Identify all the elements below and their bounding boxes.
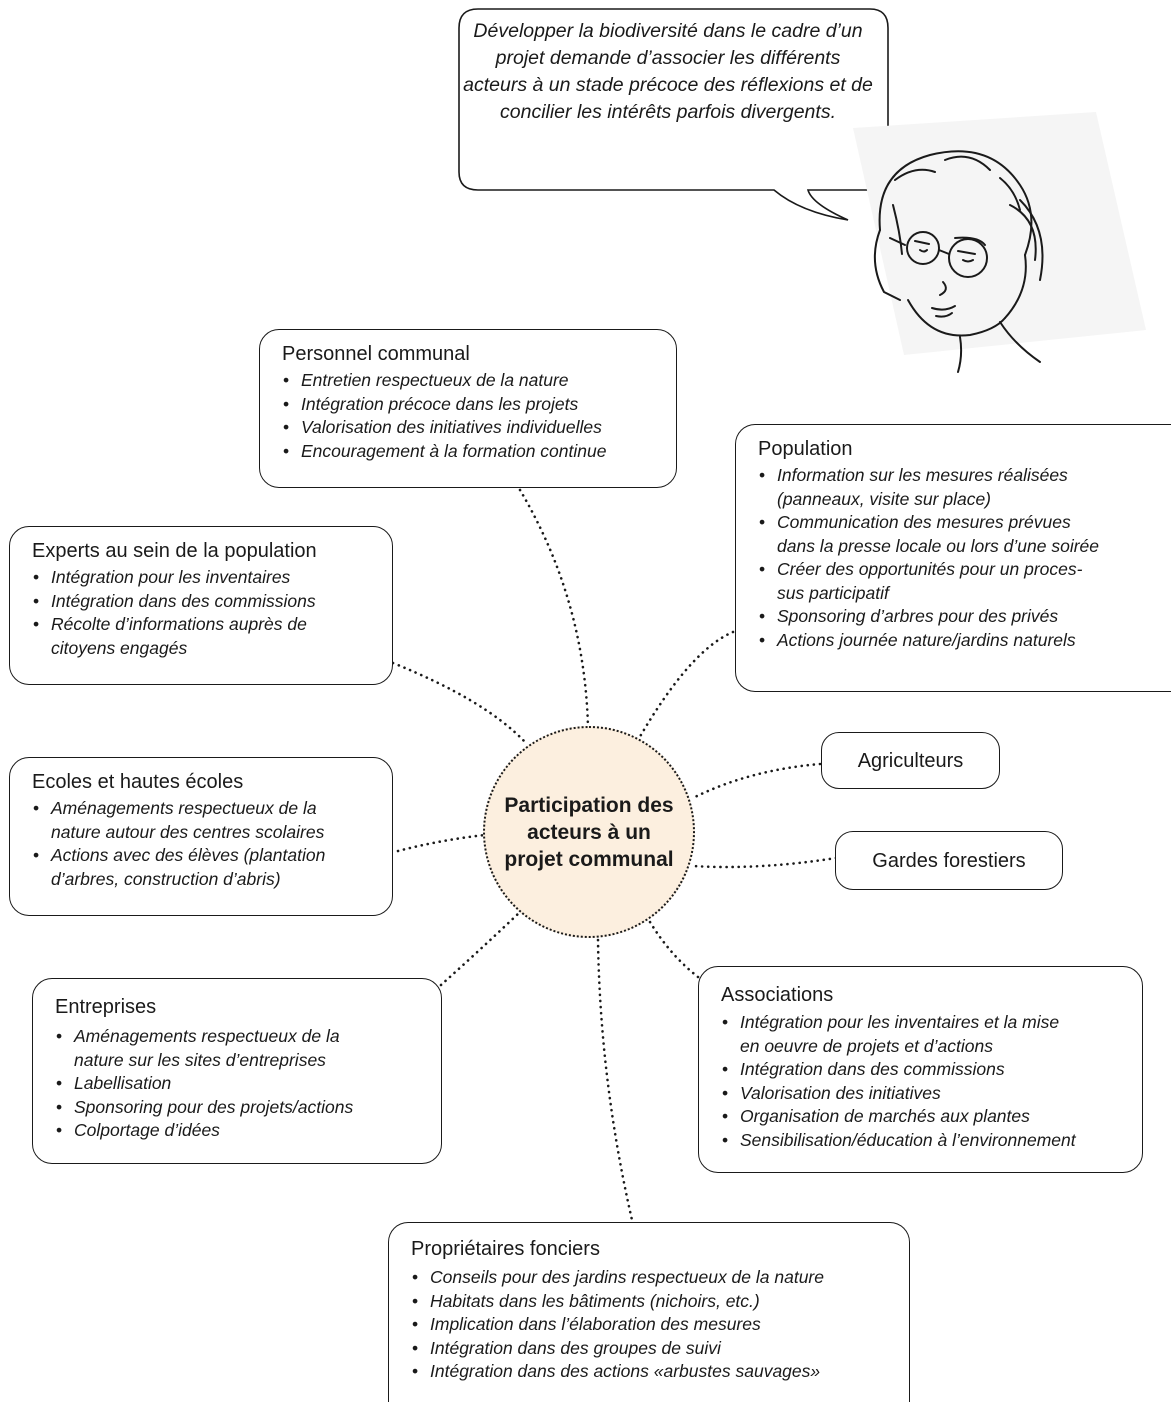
personnel-communal-box: Personnel communal Entretien respectueux… bbox=[259, 329, 677, 488]
connector-associations bbox=[648, 920, 700, 979]
hub-circle: Participation des acteurs à un projet co… bbox=[483, 726, 695, 938]
proprietaires-list: Conseils pour des jardins respectueux de… bbox=[411, 1266, 893, 1384]
list-item: Intégration dans des commissions bbox=[32, 590, 376, 614]
ecoles-title: Ecoles et hautes écoles bbox=[32, 771, 244, 793]
agriculteurs-box: Agriculteurs bbox=[821, 732, 1000, 789]
list-item: Conseils pour des jardins respectueux de… bbox=[411, 1266, 893, 1290]
list-item: Colportage d’idées bbox=[55, 1119, 425, 1143]
entreprises-box: Entreprises Aménagements respectueux de … bbox=[32, 978, 442, 1164]
list-item: Aménagements respectueux de la bbox=[32, 797, 376, 821]
speech-bubble-text: Développer la biodiversité dans le cadre… bbox=[463, 20, 873, 123]
list-item: nature sur les sites d’entreprises bbox=[74, 1049, 326, 1070]
speech-bubble-outline bbox=[458, 8, 889, 221]
list-item: en oeuvre de projets et d’actions bbox=[740, 1035, 993, 1056]
proprietaires-title: Propriétaires fonciers bbox=[411, 1238, 600, 1260]
list-item: Implication dans l’élaboration des mesur… bbox=[411, 1313, 893, 1337]
woman-illustration-icon bbox=[853, 112, 1146, 373]
list-item: Labellisation bbox=[55, 1072, 425, 1096]
list-item: sus participatif bbox=[777, 582, 889, 603]
list-item: Information sur les mesures réalisées bbox=[758, 464, 1163, 488]
list-item: Aménagements respectueux de la bbox=[55, 1025, 425, 1049]
associations-list: Intégration pour les inventaires et la m… bbox=[721, 1011, 1126, 1152]
ecoles-box: Ecoles et hautes écoles Aménagements res… bbox=[9, 757, 393, 916]
population-box: Population Information sur les mesures r… bbox=[735, 424, 1171, 692]
list-item: Sponsoring d’arbres pour des privés bbox=[758, 605, 1163, 629]
list-item: dans la presse locale ou lors d’une soir… bbox=[777, 535, 1099, 556]
experts-list: Intégration pour les inventaires Intégra… bbox=[32, 566, 376, 660]
list-item: Habitats dans les bâtiments (nichoirs, e… bbox=[411, 1290, 893, 1314]
entreprises-list: Aménagements respectueux de la nature su… bbox=[55, 1025, 425, 1143]
population-list: Information sur les mesures réalisées (p… bbox=[758, 464, 1163, 652]
list-item: Actions journée nature/jardins naturels bbox=[758, 629, 1163, 653]
list-item: Sponsoring pour des projets/actions bbox=[55, 1096, 425, 1120]
list-item: Organisation de marchés aux plantes bbox=[721, 1105, 1126, 1129]
associations-title: Associations bbox=[721, 984, 834, 1006]
list-item: Créer des opportunités pour un proces- bbox=[758, 558, 1163, 582]
list-item: Intégration pour les inventaires et la m… bbox=[721, 1011, 1126, 1035]
list-item: Intégration précoce dans les projets bbox=[282, 393, 660, 417]
proprietaires-box: Propriétaires fonciers Conseils pour des… bbox=[388, 1222, 910, 1402]
connector-agriculteurs bbox=[693, 762, 822, 799]
list-item: Encouragement à la formation continue bbox=[282, 440, 660, 464]
list-item: d’arbres, construction d’abris) bbox=[51, 868, 281, 889]
list-item: Valorisation des initiatives individuell… bbox=[282, 416, 660, 440]
list-item: Intégration dans des commissions bbox=[721, 1058, 1126, 1082]
hub-label: Participation des acteurs à un projet co… bbox=[504, 793, 674, 871]
gardes-forestiers-box: Gardes forestiers bbox=[835, 831, 1063, 890]
connector-ecoles bbox=[396, 833, 487, 853]
population-title: Population bbox=[758, 438, 853, 460]
connector-entreprises bbox=[439, 910, 522, 987]
list-item: Intégration pour les inventaires bbox=[32, 566, 376, 590]
connector-gardes bbox=[690, 856, 838, 869]
list-item: Communication des mesures prévues bbox=[758, 511, 1163, 535]
personnel-communal-list: Entretien respectueux de la nature Intég… bbox=[282, 369, 660, 463]
ecoles-list: Aménagements respectueux de la nature au… bbox=[32, 797, 376, 891]
list-item: Intégration dans des actions «arbustes s… bbox=[411, 1360, 893, 1384]
connector-experts bbox=[391, 661, 527, 744]
connector-population bbox=[636, 630, 735, 742]
list-item: Intégration dans des groupes de suivi bbox=[411, 1337, 893, 1361]
list-item: citoyens engagés bbox=[51, 637, 188, 658]
experts-title: Experts au sein de la population bbox=[32, 540, 317, 562]
associations-box: Associations Intégration pour les invent… bbox=[698, 966, 1143, 1173]
experts-box: Experts au sein de la population Intégra… bbox=[9, 526, 393, 685]
list-item: Actions avec des élèves (plantation bbox=[32, 844, 376, 868]
list-item: Entretien respectueux de la nature bbox=[282, 369, 660, 393]
connector-personnel bbox=[518, 488, 590, 730]
list-item: Sensibilisation/éducation à l’environnem… bbox=[721, 1129, 1126, 1153]
list-item: nature autour des centres scolaires bbox=[51, 821, 325, 842]
entreprises-title: Entreprises bbox=[55, 996, 157, 1018]
personnel-communal-title: Personnel communal bbox=[282, 343, 470, 365]
list-item: Récolte d’informations auprès de bbox=[32, 613, 376, 637]
list-item: Valorisation des initiatives bbox=[721, 1082, 1126, 1106]
connector-proprietaires bbox=[596, 938, 634, 1222]
list-item: (panneaux, visite sur place) bbox=[777, 488, 991, 509]
